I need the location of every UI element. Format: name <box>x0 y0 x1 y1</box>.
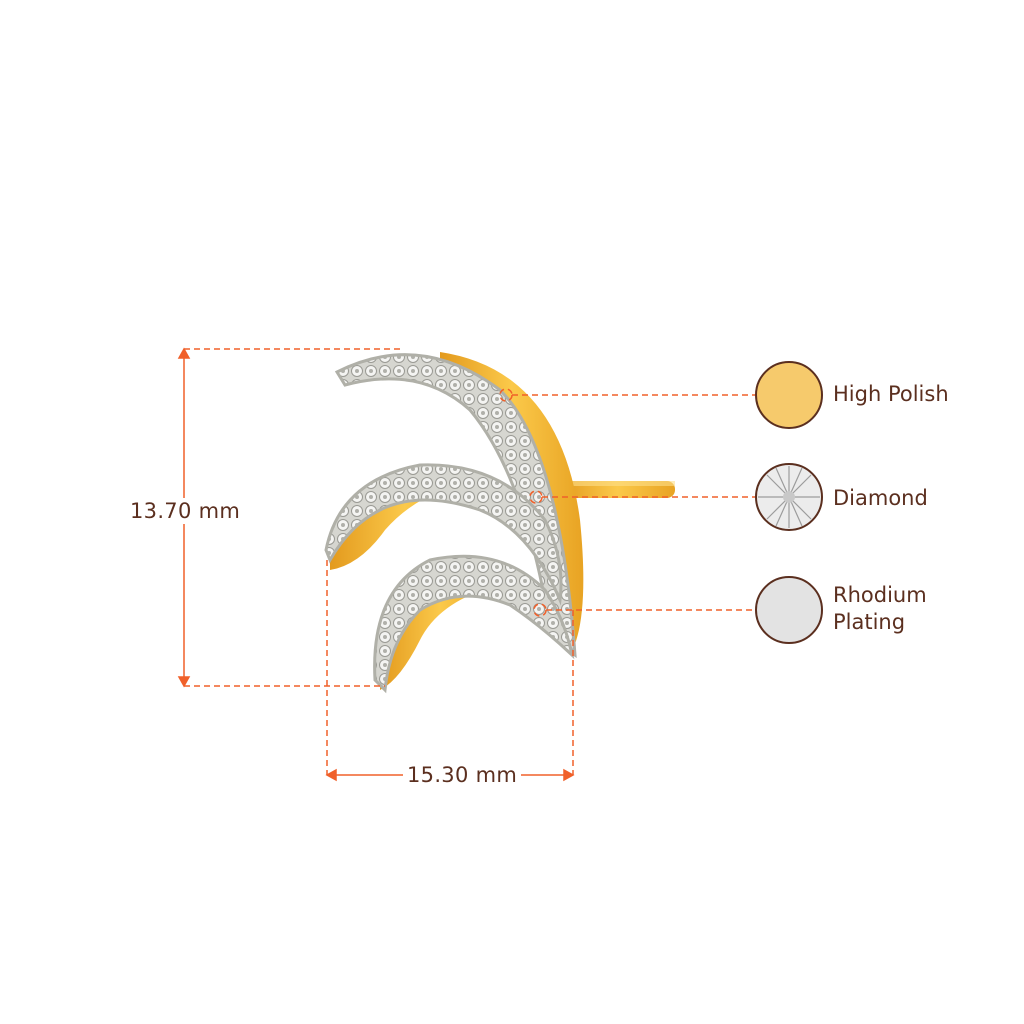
height-dimension-label: 13.70 mm <box>128 498 243 524</box>
legend-rhodium-line2: Plating <box>833 610 906 634</box>
diamond-swatch-icon <box>755 463 823 531</box>
gold-frame <box>330 352 584 690</box>
legend-high-polish: High Polish <box>833 382 949 406</box>
legend-diamond: Diamond <box>833 486 928 510</box>
legend-rhodium-plating: Rhodium Plating <box>833 582 927 636</box>
diamond-arcs <box>324 353 577 694</box>
leader-lines <box>499 388 755 617</box>
gold-swatch-icon <box>755 361 823 429</box>
rhodium-swatch-icon <box>755 576 823 644</box>
width-dimension-label: 15.30 mm <box>403 762 522 788</box>
earring-post <box>560 481 675 498</box>
legend-rhodium-line1: Rhodium <box>833 583 927 607</box>
